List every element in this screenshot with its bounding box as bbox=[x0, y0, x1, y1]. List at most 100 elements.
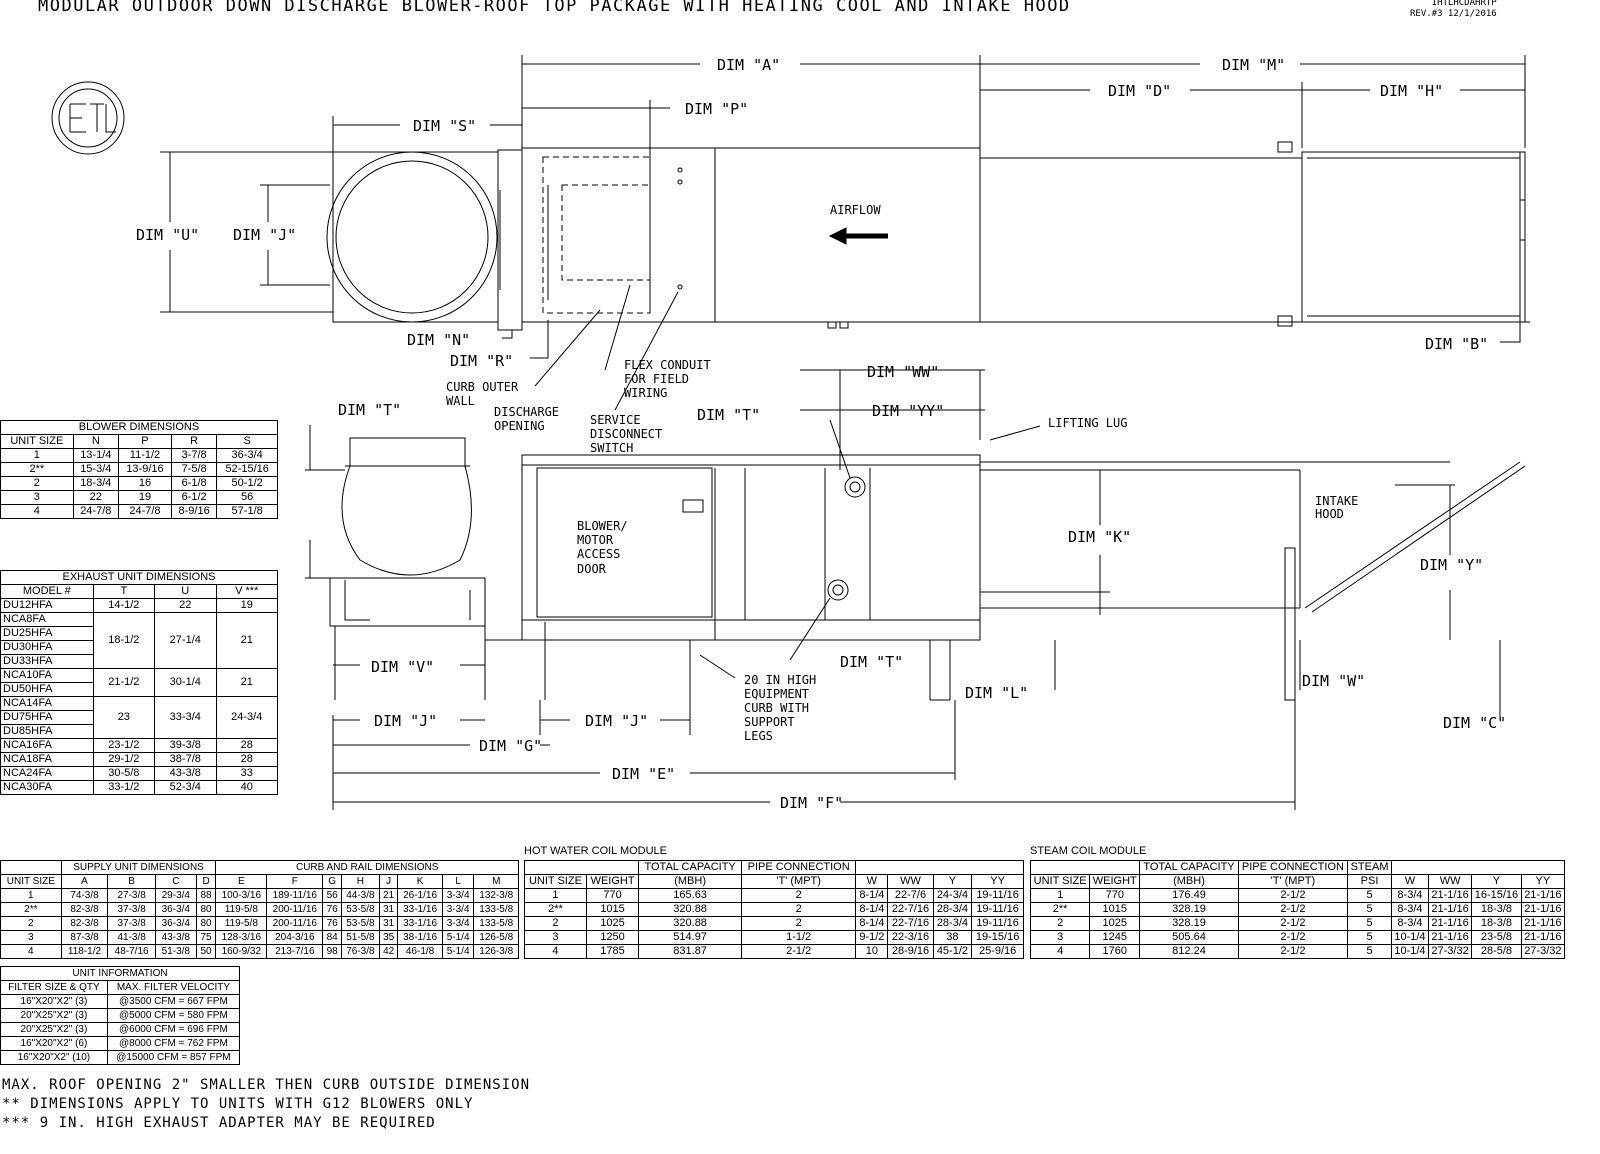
table-cell: 38 bbox=[932, 930, 973, 945]
blower-access-door-label: BLOWER/ bbox=[577, 519, 628, 533]
dim-d-label: DIM "D" bbox=[1108, 82, 1171, 100]
table-cell: 1785 bbox=[585, 944, 640, 959]
table-cell: 2 bbox=[0, 916, 62, 931]
curb-label-2: EQUIPMENT bbox=[744, 687, 809, 701]
table-cell: 75 bbox=[195, 930, 217, 945]
drawing-title: MODULAR OUTDOOR DOWN DISCHARGE BLOWER-RO… bbox=[38, 0, 1071, 16]
table-cell: 88 bbox=[195, 888, 217, 903]
table-cell: 57-1/8 bbox=[216, 504, 278, 519]
column-header: PSI bbox=[1347, 874, 1392, 889]
service-disconnect-label: SERVICE bbox=[590, 413, 641, 427]
model-cell: DU33HFA bbox=[0, 654, 94, 669]
dim-f-label: DIM "F" bbox=[780, 794, 843, 812]
table-cell: 21-1/16 bbox=[1520, 930, 1566, 945]
column-header: F bbox=[266, 874, 324, 889]
table-cell: 1 bbox=[0, 888, 62, 903]
value-cell: 22 bbox=[154, 598, 217, 613]
dim-t-exhaust-label: DIM "T" bbox=[338, 401, 401, 419]
table-cell: 46-1/8 bbox=[397, 944, 443, 959]
table-row: DU75HFA bbox=[0, 710, 278, 725]
table-row: 20"X25"X2" (3)@6000 CFM = 696 FPM bbox=[0, 1022, 241, 1037]
table-cell: 36-3/4 bbox=[154, 916, 197, 931]
dim-a-label: DIM "A" bbox=[717, 56, 780, 74]
column-header: 'T' (MPT) bbox=[1237, 874, 1349, 889]
table-cell: 27-3/8 bbox=[107, 888, 156, 903]
intake-hood-label-2: HOOD bbox=[1315, 507, 1344, 521]
dim-t-lower-label: DIM "T" bbox=[840, 653, 903, 671]
dim-w-label: DIM "W" bbox=[1302, 672, 1365, 690]
table-cell: 19 bbox=[117, 490, 172, 505]
table-cell: 2-1/2 bbox=[1237, 916, 1349, 931]
column-header: YY bbox=[971, 874, 1024, 889]
table-cell: 37-3/8 bbox=[107, 902, 156, 917]
group-header bbox=[1029, 860, 1141, 875]
table-title-row: EXHAUST UNIT DIMENSIONS bbox=[0, 570, 278, 585]
table-cell: 8-3/4 bbox=[1390, 916, 1429, 931]
table-cell: 53-5/8 bbox=[340, 916, 380, 931]
table-cell: 2-1/2 bbox=[1237, 944, 1349, 959]
airflow-label: AIRFLOW bbox=[830, 203, 881, 217]
value-cell: 43-3/8 bbox=[154, 766, 217, 781]
top-view bbox=[160, 55, 1530, 411]
table-cell: 51-3/8 bbox=[154, 944, 197, 959]
table-cell: 82-3/8 bbox=[60, 916, 109, 931]
steam-title: STEAM COIL MODULE bbox=[1030, 845, 1147, 857]
table-cell: 328.19 bbox=[1139, 916, 1239, 931]
table-title: BLOWER DIMENSIONS bbox=[0, 420, 278, 435]
table-cell: 1245 bbox=[1089, 930, 1141, 945]
model-cell: NCA30FA bbox=[0, 780, 94, 795]
group-header: CURB AND RAIL DIMENSIONS bbox=[215, 860, 519, 875]
curb-outer-wall-label: CURB OUTER bbox=[446, 380, 519, 394]
table-cell: @3500 CFM = 667 FPM bbox=[106, 994, 241, 1009]
table-cell: 16"X20"X2" (6) bbox=[0, 1036, 108, 1051]
table-cell: 5-1/4 bbox=[441, 944, 475, 959]
table-cell: 42 bbox=[378, 944, 399, 959]
table-cell: 98 bbox=[322, 944, 342, 959]
dim-p-label: DIM "P" bbox=[685, 100, 748, 118]
table-cell: 19-11/16 bbox=[971, 888, 1024, 903]
table-cell: 31 bbox=[378, 916, 399, 931]
flex-conduit-label: FLEX CONDUIT bbox=[624, 358, 711, 372]
value-cell: 14-1/2 bbox=[92, 598, 156, 613]
table-cell: 56 bbox=[322, 888, 342, 903]
table-cell: 4 bbox=[0, 944, 62, 959]
curb-label-5: LEGS bbox=[744, 729, 773, 743]
table-cell: 3 bbox=[0, 930, 62, 945]
dim-g-label: DIM "G" bbox=[479, 737, 542, 755]
lifting-lug-label: LIFTING LUG bbox=[1048, 416, 1127, 430]
table-cell: 15-3/4 bbox=[72, 462, 119, 477]
table-cell: 16"X20"X2" (3) bbox=[0, 994, 108, 1009]
table-cell: 21-1/16 bbox=[1520, 902, 1566, 917]
table-cell: 8-3/4 bbox=[1390, 902, 1429, 917]
table-cell: 38-1/16 bbox=[397, 930, 443, 945]
column-header: T bbox=[92, 584, 156, 599]
table-cell: 189-11/16 bbox=[266, 888, 324, 903]
model-cell: DU75HFA bbox=[0, 710, 94, 725]
column-header: R bbox=[170, 434, 218, 449]
table-cell: 36-3/4 bbox=[154, 902, 197, 917]
table-cell: 22 bbox=[72, 490, 119, 505]
table-cell: 18-3/4 bbox=[72, 476, 119, 491]
group-header bbox=[1390, 860, 1566, 875]
table-cell: 7-5/8 bbox=[170, 462, 218, 477]
value-cell: 30-1/4 bbox=[154, 668, 217, 697]
group-header: PIPE CONNECTION bbox=[740, 860, 857, 875]
table-cell: 28-5/8 bbox=[1471, 944, 1522, 959]
dim-e-label: DIM "E" bbox=[612, 765, 675, 783]
column-header: WW bbox=[887, 874, 934, 889]
table-row: DU33HFA bbox=[0, 654, 278, 669]
table-cell: 19-11/16 bbox=[971, 916, 1024, 931]
table-cell: 119-5/8 bbox=[215, 916, 268, 931]
column-header: A bbox=[60, 874, 109, 889]
